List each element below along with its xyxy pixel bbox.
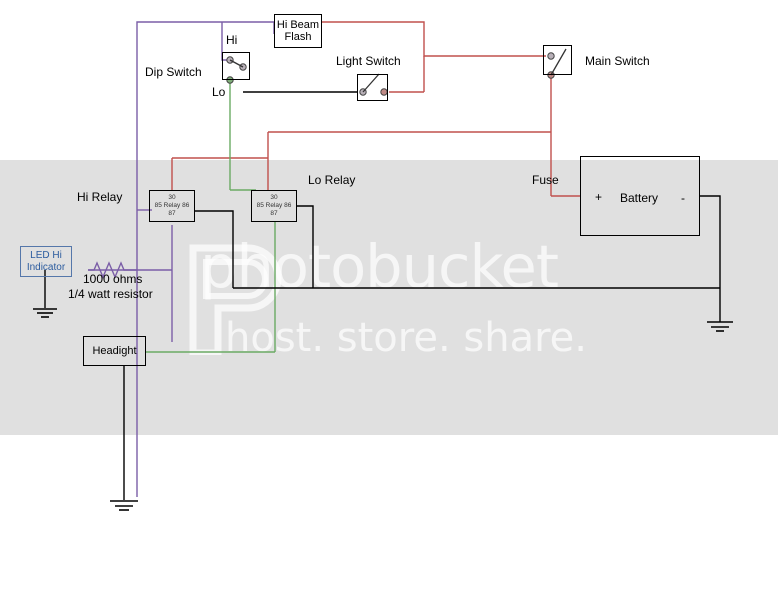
hi-beam-flash-box[interactable]: Hi Beam Flash [274, 14, 322, 48]
lo-relay-pin-85-86: 85 Relay 86 [256, 202, 292, 209]
diagram-background-band [0, 160, 778, 435]
dip-switch-lo-terminal-label: Lo [212, 85, 226, 99]
ground-symbol-headlight [110, 500, 138, 511]
main-switch-box[interactable] [543, 45, 572, 75]
battery-label: Battery [620, 191, 659, 205]
main-switch-label: Main Switch [585, 54, 650, 68]
led-hi-indicator-box[interactable]: LED Hi Indicator [20, 246, 72, 277]
led-indicator-line1: LED Hi [30, 249, 62, 261]
black-wire-group [44, 91, 721, 500]
hi-beam-flash-label: Hi Beam Flash [277, 19, 319, 43]
dip-switch-box[interactable] [222, 52, 250, 80]
hi-relay-pin-30: 30 [168, 194, 176, 201]
light-switch-label: Light Switch [336, 54, 401, 68]
resistor-symbol [88, 261, 137, 279]
headlight-box[interactable]: Headight [83, 336, 146, 366]
battery-negative-label: - [681, 191, 685, 205]
resistor-value-label: 1000 ohms [83, 272, 143, 286]
light-switch-box[interactable] [357, 74, 388, 101]
battery-positive-label: + [595, 190, 603, 204]
hi-beam-flash-line1: Hi Beam [276, 19, 320, 31]
dip-switch-label: Dip Switch [145, 65, 202, 79]
lo-relay-box[interactable]: 30 85 Relay 86 87 [251, 190, 297, 222]
ground-symbol-battery [707, 321, 733, 332]
green-wire-group [146, 80, 276, 353]
hi-relay-box[interactable]: 30 85 Relay 86 87 [149, 190, 195, 222]
ground-symbol-led [33, 308, 57, 318]
purple-wire-group [88, 21, 275, 497]
resistor-rating-label: 1/4 watt resistor [68, 287, 153, 301]
main-switch-contacts [547, 48, 567, 79]
hi-relay-label: Hi Relay [77, 190, 123, 204]
dip-switch-contacts [226, 56, 247, 84]
battery-box [580, 156, 700, 236]
lo-relay-pin-87: 87 [270, 210, 278, 217]
led-indicator-line2: Indicator [26, 261, 66, 273]
red-wire-group [171, 21, 580, 197]
headlight-label: Headight [92, 345, 137, 357]
lo-relay-pin-30: 30 [270, 194, 278, 201]
hi-relay-pin-85-86: 85 Relay 86 [154, 202, 190, 209]
hi-beam-flash-line2: Flash [284, 31, 312, 43]
fuse-label: Fuse [532, 173, 559, 187]
dip-switch-hi-terminal-label: Hi [226, 33, 238, 47]
lo-relay-label: Lo Relay [308, 173, 356, 187]
hi-relay-pin-87: 87 [168, 210, 176, 217]
